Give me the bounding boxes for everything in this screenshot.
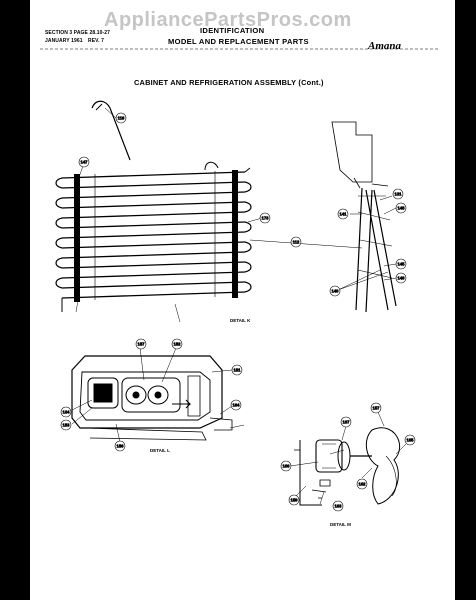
svg-text:186: 186 (117, 444, 125, 449)
callout-bubble: 147 (78, 156, 90, 168)
callout-bubble: 112 (290, 236, 302, 248)
svg-text:148: 148 (398, 206, 406, 211)
callout-bubble: 166 (280, 460, 292, 472)
rev-line: REV. 7 (88, 38, 104, 44)
svg-text:131: 131 (395, 192, 403, 197)
svg-text:187: 187 (138, 342, 146, 347)
condenser-coil (55, 100, 363, 323)
diagram-title: CABINET AND REFRIGERATION ASSEMBLY (Cont… (134, 78, 324, 87)
watermark: AppliancePartsPros.com (104, 9, 352, 31)
callout-bubble: 134 (60, 406, 72, 418)
callout-bubble: 173 (259, 212, 271, 224)
callout-bubble: 162 (356, 478, 368, 490)
svg-text:159: 159 (291, 498, 299, 503)
callout-bubble: 145 (395, 258, 407, 270)
svg-text:182: 182 (174, 342, 182, 347)
callout-bubble: 148 (395, 202, 407, 214)
callout-bubble: 157 (370, 402, 382, 414)
callout-bubble: 182 (171, 338, 183, 350)
section-line: SECTION 3 PAGE 28.10-27 (45, 30, 111, 36)
svg-text:181: 181 (234, 368, 242, 373)
callout-bubble: 146 (395, 272, 407, 284)
callout-bubble: 183 (60, 419, 72, 431)
callout-bubble: 164 (230, 399, 242, 411)
svg-text:173: 173 (262, 216, 270, 221)
svg-text:166: 166 (283, 464, 291, 469)
binder-hole (462, 519, 474, 531)
callout-bubble: 187 (135, 338, 147, 350)
callout-bubble: 131 (392, 188, 404, 200)
svg-text:157: 157 (373, 406, 381, 411)
detail-m-label: DETAIL M (330, 522, 351, 527)
svg-text:165: 165 (407, 438, 415, 443)
detail-l-label: DETAIL L (150, 448, 170, 453)
binder-hole (462, 60, 474, 72)
title-line-1: IDENTIFICATION (200, 26, 265, 35)
detail-k-label: DETAIL K (230, 318, 251, 323)
svg-text:134: 134 (63, 410, 71, 415)
date-line: JANUARY 1961 (45, 38, 83, 44)
callout-bubble: 116 (115, 112, 127, 124)
svg-text:140: 140 (332, 289, 340, 294)
svg-text:167: 167 (343, 420, 351, 425)
binder-hole (462, 290, 474, 302)
callout-bubble: 159 (288, 494, 300, 506)
svg-text:145: 145 (398, 262, 406, 267)
fan-motor-assembly (289, 411, 407, 506)
svg-text:146: 146 (398, 276, 406, 281)
svg-text:112: 112 (293, 240, 300, 245)
callout-bubble: 141 (337, 208, 349, 220)
callout-bubble: 163 (332, 500, 344, 512)
svg-text:163: 163 (335, 504, 343, 509)
callout-bubble: 167 (340, 416, 352, 428)
side-view-assembly (331, 121, 397, 313)
svg-text:183: 183 (63, 423, 71, 428)
callout-bubble: 165 (404, 434, 416, 446)
compressor-compartment (71, 347, 245, 443)
title-line-2: MODEL AND REPLACEMENT PARTS (168, 37, 309, 46)
paper (30, 0, 455, 600)
svg-text:141: 141 (340, 212, 348, 217)
brand-logo: Amana (368, 40, 402, 52)
svg-text:147: 147 (81, 160, 89, 165)
svg-text:116: 116 (118, 116, 125, 121)
callout-bubble: 181 (231, 364, 243, 376)
svg-text:162: 162 (359, 482, 367, 487)
callout-bubble: 186 (114, 440, 126, 452)
callout-bubbles: 116 147 173 131 141 148 145 146 140 112 … (60, 112, 416, 512)
svg-text:164: 164 (233, 403, 241, 408)
callout-bubble: 140 (329, 285, 341, 297)
